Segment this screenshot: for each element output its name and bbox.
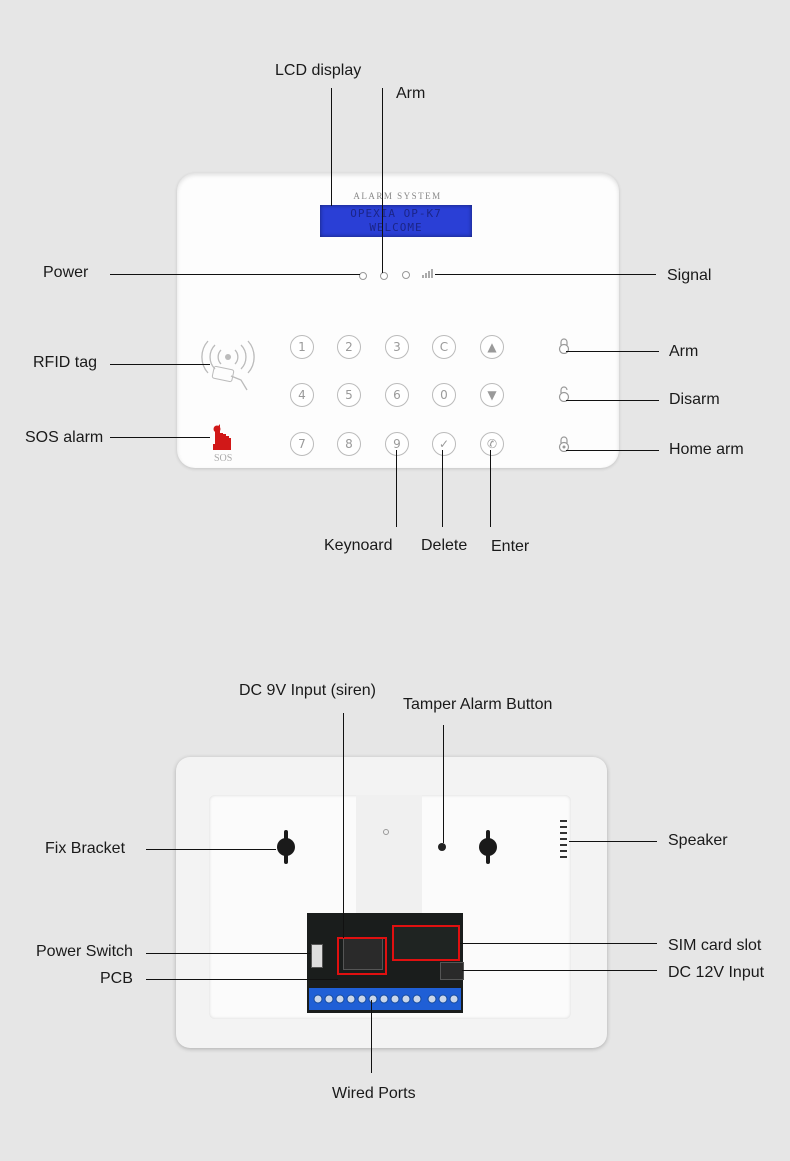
- home-arm-lock-icon[interactable]: [558, 436, 570, 452]
- label-fix-bracket: Fix Bracket: [45, 840, 126, 857]
- label-dc12v-input: DC 12V Input: [668, 964, 765, 981]
- lcd-title: ALARM SYSTEM: [353, 191, 442, 201]
- lcd-display: OPEXIA OP-K7 WELCOME: [320, 205, 472, 237]
- label-wired-ports: Wired Ports: [332, 1085, 416, 1102]
- bracket-hole-left-icon: [277, 830, 295, 864]
- leader-disarm: [566, 400, 659, 401]
- key-1[interactable]: 1: [290, 335, 314, 359]
- key-9[interactable]: 9: [385, 432, 409, 456]
- key-2[interactable]: 2: [337, 335, 361, 359]
- status-led: [402, 271, 410, 279]
- key-up[interactable]: ▲: [480, 335, 504, 359]
- terminal-screws-icon: [313, 994, 459, 1004]
- key-8[interactable]: 8: [337, 432, 361, 456]
- leader-dc9v: [343, 713, 344, 938]
- leader-lcd: [331, 88, 332, 206]
- lcd-line-2: WELCOME: [369, 221, 423, 234]
- label-home-arm: Home arm: [669, 441, 744, 458]
- leader-power: [110, 274, 360, 275]
- sos-hand-icon: [213, 424, 231, 450]
- signal-icon: [422, 269, 433, 278]
- label-disarm: Disarm: [669, 391, 720, 408]
- key-clear[interactable]: C: [432, 335, 456, 359]
- leader-wired-ports: [371, 1000, 372, 1073]
- key-4[interactable]: 4: [290, 383, 314, 407]
- label-arm: Arm: [669, 343, 699, 360]
- leader-delete: [442, 450, 443, 527]
- label-enter: Enter: [491, 538, 530, 555]
- key-0[interactable]: 0: [432, 383, 456, 407]
- leader-speaker: [569, 841, 657, 842]
- center-rib: [356, 795, 422, 915]
- label-rfid-tag: RFID tag: [33, 354, 98, 371]
- sos-text: SOS: [214, 453, 233, 464]
- bracket-hole-right-icon: [479, 830, 497, 864]
- leader-dc12v: [462, 970, 657, 971]
- leader-pcb: [146, 979, 338, 980]
- lcd-line-1: OPEXIA OP-K7: [350, 207, 442, 220]
- key-7[interactable]: 7: [290, 432, 314, 456]
- label-lcd-display: LCD display: [275, 62, 362, 79]
- label-dc9v-input: DC 9V Input (siren): [239, 682, 376, 699]
- label-sim-slot: SIM card slot: [668, 937, 762, 954]
- rfid-icon: [201, 340, 255, 391]
- label-power-switch: Power Switch: [36, 943, 133, 960]
- power-led: [359, 272, 367, 280]
- leader-tamper: [443, 725, 444, 843]
- key-down[interactable]: ▼: [480, 383, 504, 407]
- label-speaker: Speaker: [668, 832, 728, 849]
- power-switch-highlight: [337, 937, 387, 975]
- power-switch[interactable]: [311, 944, 323, 968]
- leader-power-switch: [146, 953, 311, 954]
- key-5[interactable]: 5: [337, 383, 361, 407]
- leader-home-arm: [566, 450, 659, 451]
- leader-sos: [110, 437, 210, 438]
- key-6[interactable]: 6: [385, 383, 409, 407]
- key-delete[interactable]: ✓: [432, 432, 456, 456]
- key-3[interactable]: 3: [385, 335, 409, 359]
- label-tamper-button: Tamper Alarm Button: [403, 696, 553, 713]
- screw-hole: [383, 829, 389, 835]
- key-enter[interactable]: ✆: [480, 432, 504, 456]
- leader-arm-top: [382, 88, 383, 273]
- label-keyboard: Keynoard: [324, 537, 393, 554]
- arm-led: [380, 272, 388, 280]
- speaker-grille-icon: [560, 820, 567, 858]
- leader-sim: [460, 943, 657, 944]
- dc9v-socket[interactable]: [343, 938, 383, 970]
- disarm-lock-icon[interactable]: [558, 386, 570, 402]
- label-power: Power: [43, 264, 89, 281]
- label-sos-alarm: SOS alarm: [25, 429, 104, 446]
- label-signal: Signal: [667, 267, 712, 284]
- label-delete: Delete: [421, 537, 468, 554]
- leader-keyboard: [396, 450, 397, 527]
- leader-arm: [566, 351, 659, 352]
- leader-fix-bracket: [146, 849, 276, 850]
- tamper-button[interactable]: [438, 843, 446, 851]
- leader-rfid: [110, 364, 210, 365]
- dc12v-socket[interactable]: [440, 962, 464, 980]
- leader-signal: [435, 274, 656, 275]
- sim-card-slot[interactable]: [392, 925, 460, 961]
- leader-enter: [490, 450, 491, 527]
- label-arm-top: Arm: [396, 85, 426, 102]
- label-pcb: PCB: [100, 970, 133, 987]
